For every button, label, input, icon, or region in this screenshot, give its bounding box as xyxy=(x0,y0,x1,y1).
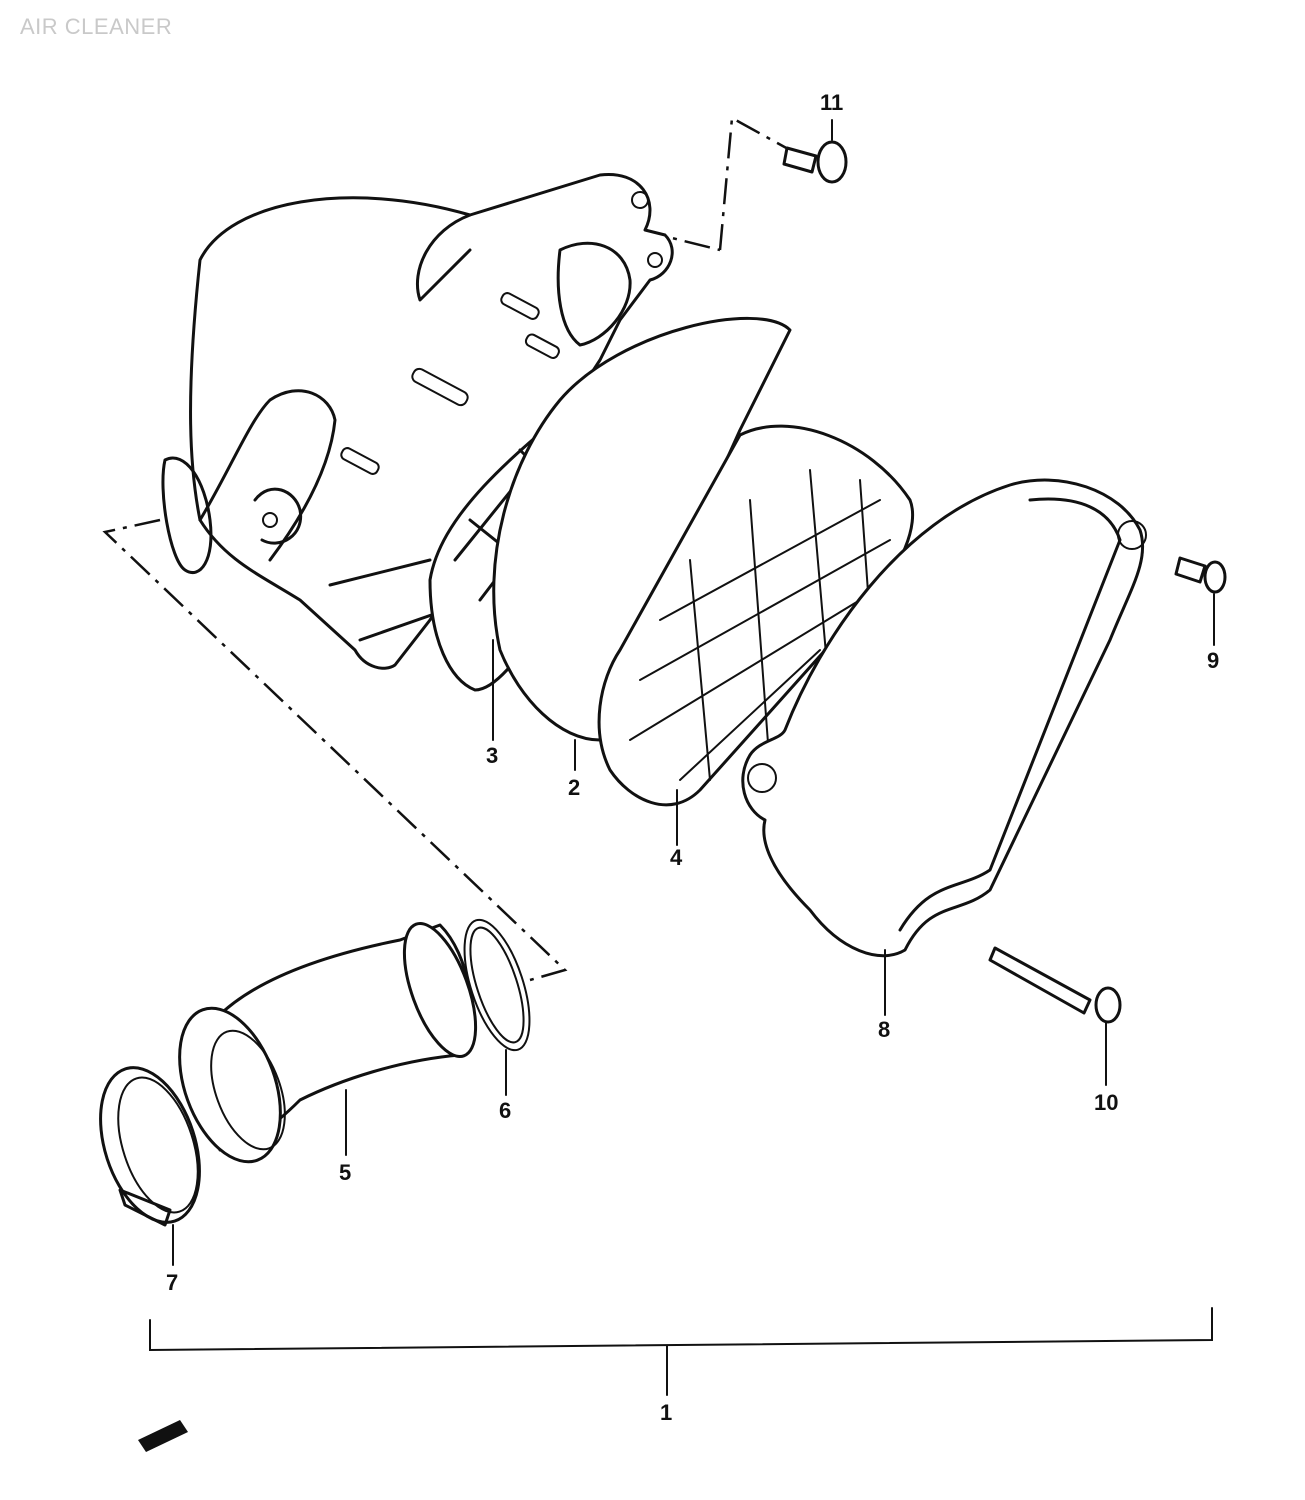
callout-5: 5 xyxy=(339,1160,351,1185)
callout-3: 3 xyxy=(486,743,498,768)
clamp xyxy=(99,1066,201,1227)
callout-10: 10 xyxy=(1094,1090,1118,1115)
front-arrow-icon xyxy=(138,1420,188,1452)
callout-11: 11 xyxy=(820,90,843,115)
air-cleaner-cover xyxy=(741,478,1147,958)
diagram-title: AIR CLEANER xyxy=(20,14,173,39)
callout-6: 6 xyxy=(499,1098,511,1123)
screw-11 xyxy=(782,140,848,184)
callout-7: 7 xyxy=(166,1270,178,1295)
bolt-10 xyxy=(988,946,1122,1024)
intake-duct xyxy=(178,922,478,1164)
leader-lines xyxy=(172,119,1215,1266)
callout-2: 2 xyxy=(568,775,580,800)
callout-1: 1 xyxy=(660,1400,672,1425)
screw-9 xyxy=(1174,556,1227,594)
callout-8: 8 xyxy=(878,1017,890,1042)
assembly-bracket xyxy=(149,1307,1213,1396)
callout-4: 4 xyxy=(670,845,683,870)
o-ring xyxy=(463,918,531,1052)
filter-element xyxy=(492,317,792,742)
callout-9: 9 xyxy=(1207,648,1219,673)
